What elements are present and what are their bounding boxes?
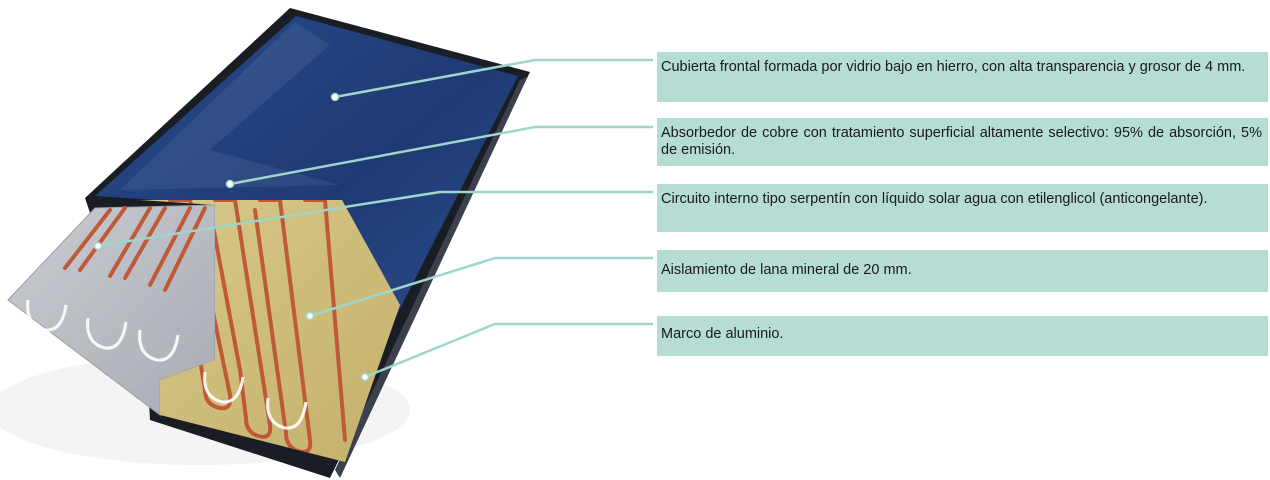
label-aluminium-frame-text: Marco de aluminio. [661,326,784,342]
label-aluminium-frame: Marco de aluminio. [653,316,1268,356]
label-serpentine-circuit-text: Circuito interno tipo serpentín con líqu… [661,191,1208,207]
label-insulation: Aislamiento de lana mineral de 20 mm. [653,250,1268,292]
leader-lines [97,58,653,379]
glass-reflection [120,22,340,190]
leader-line-4 [309,256,653,318]
label-glass-cover-text: Cubierta frontal formada por vidrio bajo… [661,59,1246,75]
label-absorber-text: Absorbedor de cobre con tratamiento supe… [661,125,1262,158]
leader-line-3 [97,190,653,248]
flow-arrows [26,299,308,430]
label-glass-cover: Cubierta frontal formada por vidrio bajo… [653,52,1268,102]
label-insulation-text: Aislamiento de lana mineral de 20 mm. [661,262,912,278]
label-serpentine-circuit: Circuito interno tipo serpentín con líqu… [653,184,1268,232]
leader-line-5 [364,322,653,379]
label-absorber: Absorbedor de cobre con tratamiento supe… [653,118,1268,166]
leader-line-2 [229,125,653,186]
leader-dots [93,92,370,382]
leader-line-1 [334,58,653,99]
glass-cover [95,16,518,352]
